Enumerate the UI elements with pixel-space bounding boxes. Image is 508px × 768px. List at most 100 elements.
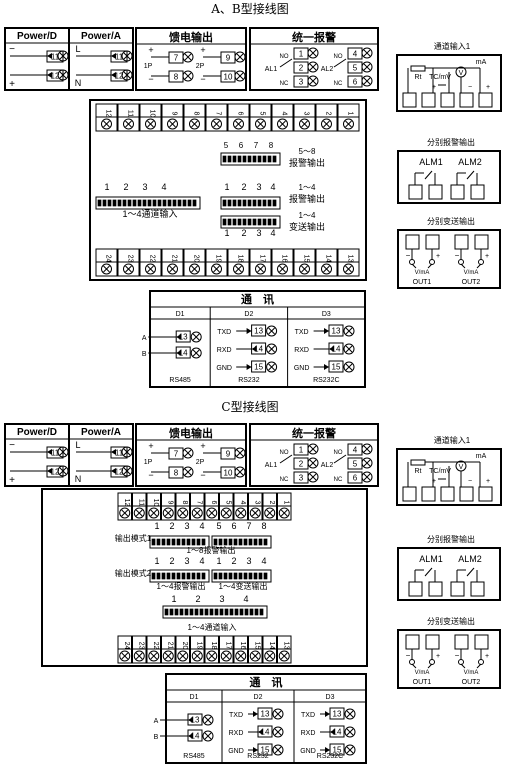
dip-switch-key	[201, 538, 206, 546]
dip-switch-key	[166, 572, 171, 580]
dip-switch-key	[112, 199, 117, 207]
rear-terminal-number: 11	[137, 499, 144, 506]
comm-rxd-label: RXD	[229, 730, 244, 737]
screw-slot	[179, 652, 187, 660]
terminal-number: 15	[333, 746, 342, 755]
arrow-head	[47, 468, 52, 474]
dip-switch-key	[142, 199, 147, 207]
dip-switch-key	[182, 199, 187, 207]
output-node	[478, 659, 484, 665]
screw-terminal	[307, 443, 319, 455]
rear-terminal-cell	[293, 116, 316, 132]
rear-terminal-number: 17	[259, 255, 266, 263]
arrow-head	[47, 72, 52, 78]
rear-terminal-screw	[145, 118, 156, 130]
rt-label: Rt	[415, 468, 422, 475]
screw-slot	[164, 509, 172, 517]
terminal-number: 1	[299, 50, 304, 59]
alarm-5-8-dip	[220, 152, 281, 166]
channel-index: 2	[123, 182, 128, 192]
rear-terminal-cell	[293, 261, 316, 277]
arrow-head	[251, 346, 257, 352]
screw-slot	[59, 71, 67, 79]
screw-slot	[280, 652, 288, 660]
dip-switch-key	[234, 608, 239, 616]
power-d-label: Power/D	[17, 31, 57, 42]
dip-switch-key	[262, 199, 267, 207]
rear-terminal-cell	[277, 505, 292, 521]
rear-terminal-cell	[249, 261, 272, 277]
rear-terminal-cell	[315, 261, 338, 277]
dip-switch-key	[218, 538, 223, 546]
screw-slot	[274, 710, 282, 718]
screw-terminal	[266, 343, 278, 355]
terminal-number: 3	[299, 474, 304, 483]
dip-switch-key	[267, 199, 272, 207]
dip-switch-key	[244, 608, 249, 616]
comm-gnd-label: GND	[216, 365, 232, 372]
screw-slot	[363, 459, 371, 467]
screw-slot	[274, 728, 282, 736]
rs232c-label: RS232C	[313, 377, 339, 384]
rear-terminal-cell	[249, 116, 272, 132]
trans-index-1-4: 4	[270, 228, 275, 238]
screw-slot	[346, 710, 354, 718]
dip-switch-key	[157, 199, 162, 207]
alarm-output-terminal	[450, 581, 465, 597]
rear-terminal-screw	[191, 507, 203, 519]
device-body-c	[41, 488, 368, 667]
load-wire	[427, 663, 433, 669]
mode1-index: 5	[216, 521, 221, 531]
screw-terminal	[202, 730, 214, 742]
screw-slot	[345, 345, 353, 353]
terminal-number: 9	[226, 54, 231, 63]
dip-switch-key	[167, 199, 172, 207]
terminal-number: 4	[353, 446, 358, 455]
dip-switch-key	[239, 608, 244, 616]
rear-terminal-screw	[233, 263, 244, 275]
alarm-al1-label: AL1	[265, 462, 278, 469]
dip-switch-key	[267, 155, 272, 163]
sep-alarm-panel	[397, 150, 501, 204]
rear-terminal-cell	[190, 505, 205, 521]
dip-switch-key	[232, 218, 237, 226]
rear-terminal-cell	[315, 116, 338, 132]
arrow-head	[246, 328, 252, 334]
minus-sign: −	[468, 478, 472, 485]
rear-terminal-number: 21	[171, 255, 178, 263]
load-wire	[411, 263, 417, 269]
terminal-number: 12	[115, 72, 124, 81]
dip-switch-key	[186, 572, 191, 580]
mode1-index: 7	[246, 521, 251, 531]
output-node	[458, 259, 464, 265]
screw-slot	[280, 509, 288, 517]
screw-slot	[345, 327, 353, 335]
rear-terminal-screw	[264, 650, 276, 662]
alm1-label: ALM1	[419, 157, 443, 167]
rear-terminal-number: 12	[105, 110, 112, 118]
alarm-index-1-4: 2	[241, 182, 246, 192]
terminal-number: 14	[333, 728, 342, 737]
screw-slot	[309, 63, 317, 71]
vma-label: V/mA	[415, 670, 430, 676]
rear-terminal-number: 8	[193, 112, 200, 116]
comm-d1-label: A	[154, 718, 159, 725]
alarm-output-terminal	[450, 184, 465, 200]
dip-switch-key	[249, 608, 254, 616]
rear-terminal-screw	[101, 118, 112, 130]
dip-switch-key	[137, 199, 142, 207]
screw-slot	[236, 72, 244, 80]
comm-txd-label: TXD	[295, 329, 309, 336]
comm-d1: D1	[190, 694, 199, 701]
dip-switch-key	[156, 572, 161, 580]
load-wire	[460, 263, 466, 269]
rear-terminal-number: 15	[253, 642, 260, 650]
dip-switch-key	[192, 199, 197, 207]
rear-terminal-number: 9	[171, 112, 178, 116]
alm2-label: ALM2	[458, 554, 482, 564]
dip-switch-key	[232, 155, 237, 163]
rear-terminal-number: 8	[181, 501, 188, 505]
screw-slot	[363, 49, 371, 57]
relay-contact	[424, 170, 433, 180]
rear-terminal-cell	[95, 116, 118, 132]
